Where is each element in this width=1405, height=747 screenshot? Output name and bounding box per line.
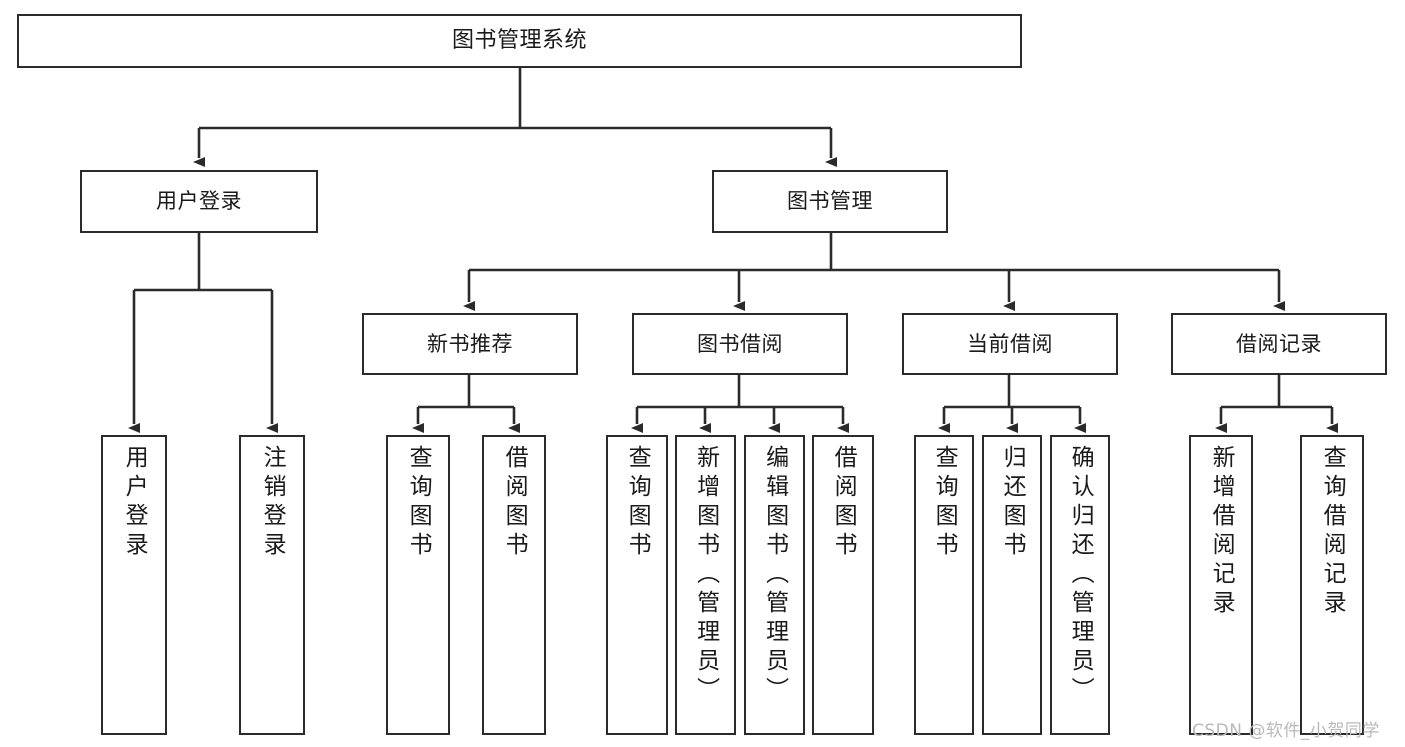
- node-label: 新书推荐: [427, 331, 513, 356]
- leaf-current-borrow-confirm-return-admin[interactable]: 确认归还（管理员）: [1050, 435, 1110, 735]
- leaf-borrow-record-add-record[interactable]: 新增借阅记录: [1189, 435, 1253, 735]
- node-root-book-management-system[interactable]: 图书管理系统: [17, 14, 1022, 68]
- node-label: 借阅记录: [1236, 331, 1322, 356]
- node-label: 注销登录: [259, 445, 286, 561]
- node-label: 当前借阅: [967, 331, 1053, 356]
- node-label: 查询图书: [624, 445, 651, 561]
- leaf-user-login-login[interactable]: 用户登录: [101, 435, 167, 735]
- leaf-book-borrow-edit-book-admin[interactable]: 编辑图书（管理员）: [744, 435, 805, 735]
- leaf-user-login-logout[interactable]: 注销登录: [239, 435, 305, 735]
- node-current-borrow[interactable]: 当前借阅: [902, 313, 1118, 375]
- leaf-book-borrow-query-book[interactable]: 查询图书: [606, 435, 668, 735]
- node-book-management[interactable]: 图书管理: [712, 170, 948, 233]
- leaf-book-borrow-add-book-admin[interactable]: 新增图书（管理员）: [675, 435, 736, 735]
- node-user-login[interactable]: 用户登录: [80, 170, 318, 233]
- leaf-book-borrow-borrow-book[interactable]: 借阅图书: [812, 435, 874, 735]
- leaf-current-borrow-query-book[interactable]: 查询图书: [914, 435, 974, 735]
- node-label: 归还图书: [999, 445, 1026, 561]
- node-label: 图书管理系统: [451, 28, 587, 54]
- node-label: 借阅图书: [830, 445, 857, 561]
- node-label: 用户登录: [121, 445, 148, 561]
- node-label: 图书管理: [787, 189, 873, 214]
- node-label: 新增图书（管理员）: [692, 445, 719, 706]
- node-borrow-record[interactable]: 借阅记录: [1171, 313, 1387, 375]
- node-label: 编辑图书（管理员）: [761, 445, 788, 706]
- node-label: 确认归还（管理员）: [1067, 445, 1094, 706]
- node-label: 新增借阅记录: [1208, 445, 1235, 619]
- node-label: 借阅图书: [501, 445, 528, 561]
- node-label: 查询图书: [931, 445, 958, 561]
- leaf-new-book-query-book[interactable]: 查询图书: [386, 435, 450, 735]
- node-label: 图书借阅: [697, 331, 783, 356]
- node-new-book-recommend[interactable]: 新书推荐: [362, 313, 578, 375]
- leaf-new-book-borrow-book[interactable]: 借阅图书: [482, 435, 546, 735]
- leaf-current-borrow-return-book[interactable]: 归还图书: [982, 435, 1042, 735]
- node-book-borrow[interactable]: 图书借阅: [632, 313, 848, 375]
- node-label: 查询图书: [405, 445, 432, 561]
- leaf-borrow-record-query-record[interactable]: 查询借阅记录: [1300, 435, 1364, 735]
- node-label: 查询借阅记录: [1319, 445, 1346, 619]
- csdn-watermark: CSDN @软件_小贺同学: [1192, 721, 1380, 741]
- node-label: 用户登录: [156, 189, 242, 214]
